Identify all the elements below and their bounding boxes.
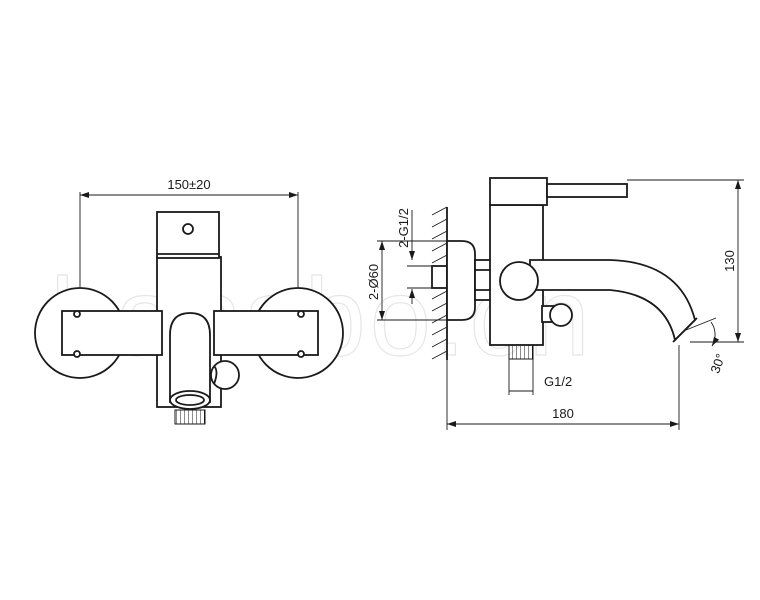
spout-angle-arc: [710, 321, 720, 347]
height-dimension-label: 130: [722, 250, 737, 272]
lever-housing: [156, 211, 220, 259]
lever-head: [489, 177, 548, 206]
front-view: 150±20: [34, 177, 344, 425]
inlet-pipe: [431, 265, 448, 289]
side-view: 2-G1/2 2-Ø60 130 30° G1/2 180: [366, 177, 744, 430]
flange-dimension-label: 2-Ø60: [366, 264, 381, 300]
spout-front: [169, 312, 211, 403]
left-arm: [61, 310, 163, 356]
inlet-thread-dimension-label: 2-G1/2: [396, 208, 411, 248]
side-diverter-knob: [549, 303, 573, 327]
depth-dimension-label: 180: [552, 406, 574, 421]
front-width-dimension-label: 150±20: [167, 177, 210, 192]
spout-coupling: [499, 261, 539, 301]
outlet-thread-dimension-label: G1/2: [544, 374, 572, 389]
lever-handle: [546, 183, 628, 198]
spout-angle-dimension-label: 30°: [707, 352, 728, 376]
right-arm: [213, 310, 319, 356]
outlet-thread: [174, 409, 206, 425]
side-flange: [446, 240, 476, 321]
lever-pin: [182, 223, 194, 235]
spout-outlet: [169, 390, 211, 410]
diverter-knob: [210, 360, 240, 390]
side-outlet-thread: [508, 344, 534, 360]
